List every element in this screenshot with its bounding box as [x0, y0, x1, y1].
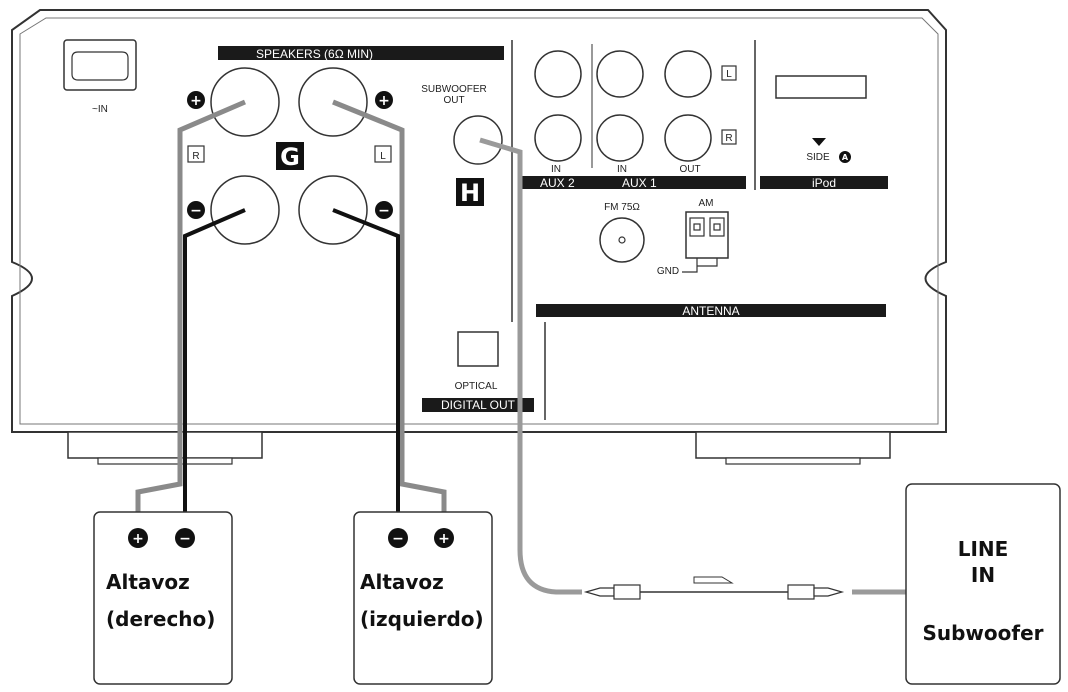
channel-left-label: L [380, 151, 386, 162]
aux-jacks: L R IN IN OUT AUX 2 AUX 1 [520, 44, 746, 190]
aux1-in-r-jack[interactable] [596, 114, 644, 162]
panel-foot-left [67, 431, 263, 465]
gnd-label: GND [657, 266, 679, 277]
channel-right-label: R [192, 151, 199, 162]
optical-label: OPTICAL [455, 381, 498, 392]
jack-l-badge [721, 65, 737, 81]
side-badge-label: A [842, 153, 849, 162]
speaker-right: + − Altavoz (derecho) [93, 511, 233, 685]
aux1-band-label: AUX 1 [622, 176, 657, 190]
antenna-band [536, 304, 886, 317]
minus-icon-glyph: − [179, 531, 191, 547]
panel-inner-outline [19, 17, 939, 425]
plus-icon-glyph: + [438, 531, 450, 547]
side-badge [839, 151, 851, 163]
subwoofer-out-jack[interactable] [453, 115, 503, 165]
speaker-cables [135, 99, 447, 522]
jack-r-label: R [725, 133, 732, 144]
ipod-slot [775, 75, 867, 99]
power-inlet: ~IN [63, 39, 137, 115]
aux1-in-l-jack[interactable] [596, 50, 644, 98]
fm-label: FM 75Ω [604, 202, 640, 213]
jack-r-badge [721, 129, 737, 145]
speaker-left: − + Altavoz (izquierdo) [353, 511, 493, 685]
cable-left-plus [332, 99, 447, 522]
minus-icon-glyph: − [378, 203, 390, 219]
subwoofer-out: SUBWOOFER OUT H [421, 84, 503, 207]
speaker-left-line1: Altavoz [360, 570, 444, 594]
marker-h-label: H [460, 179, 480, 207]
panel-outline [11, 9, 947, 433]
aux2-band-label: AUX 2 [540, 176, 575, 190]
fm-jack[interactable] [599, 217, 645, 263]
channel-right-badge [187, 145, 205, 163]
arrow-down-icon [812, 138, 826, 146]
subwoofer-box [905, 483, 1061, 685]
minus-icon [187, 201, 205, 219]
subwoofer-cable [479, 137, 906, 600]
optical-port[interactable] [457, 331, 499, 367]
subwoofer-out-label-2: OUT [443, 95, 464, 106]
subwoofer-line3: Subwoofer [922, 621, 1043, 645]
digital-out-band [422, 398, 534, 412]
speakers-band [218, 46, 504, 60]
antenna-band-label: ANTENNA [682, 304, 739, 318]
plus-icon [128, 528, 148, 548]
aux-band [520, 176, 746, 189]
marker-h-box [456, 178, 484, 206]
ipod-band [760, 176, 888, 189]
aux1-out-r-jack[interactable] [664, 114, 712, 162]
minus-icon [175, 528, 195, 548]
marker-g-label: G [280, 143, 300, 171]
minus-icon [375, 201, 393, 219]
plus-icon-glyph: + [132, 531, 144, 547]
optical-out: OPTICAL DIGITAL OUT [422, 331, 534, 412]
cable-right-minus [183, 208, 246, 522]
rca-plug-right-body [787, 584, 815, 600]
aux1-out-l-jack[interactable] [664, 50, 712, 98]
plus-icon [187, 91, 205, 109]
marker-g-box [276, 142, 304, 170]
rca-plug-left-body [613, 584, 641, 600]
aux2-in-label: IN [551, 164, 561, 175]
plus-icon [375, 91, 393, 109]
digital-out-band-label: DIGITAL OUT [441, 398, 516, 412]
aux1-out-label: OUT [679, 164, 700, 175]
minus-icon [388, 528, 408, 548]
ipod-section: SIDE A iPod [760, 75, 888, 190]
plus-icon [434, 528, 454, 548]
speaker-right-line2: (derecho) [106, 607, 215, 631]
jack-l-label: L [726, 69, 732, 80]
cable-left-minus [332, 208, 400, 522]
panel-foot-right [695, 431, 891, 465]
side-label: SIDE [806, 152, 830, 163]
subwoofer-line1: LINE [958, 537, 1009, 561]
speaker-right-box [93, 511, 233, 685]
speaker-right-line1: Altavoz [106, 570, 190, 594]
aux2-in-l-jack[interactable] [534, 50, 582, 98]
speakers-band-label: SPEAKERS (6Ω MIN) [256, 47, 373, 61]
minus-icon-glyph: − [190, 203, 202, 219]
subwoofer: LINE IN Subwoofer [905, 483, 1061, 685]
speaker-left-line2: (izquierdo) [360, 607, 484, 631]
rca-plug-right [813, 587, 845, 597]
ipod-band-label: iPod [812, 176, 836, 190]
cable-icon [693, 576, 734, 584]
rca-plug-left [583, 587, 615, 597]
antenna-section: FM 75Ω AM GND ANTENNA [536, 198, 886, 318]
plus-icon-glyph: + [378, 93, 390, 109]
subwoofer-out-label-1: SUBWOOFER [421, 84, 487, 95]
fm-jack-center [618, 236, 626, 244]
speaker-left-box [353, 511, 493, 685]
cable-right-plus [135, 99, 246, 522]
am-label: AM [699, 198, 714, 209]
aux2-in-r-jack[interactable] [534, 114, 582, 162]
channel-left-badge [374, 145, 392, 163]
plus-icon-glyph: + [190, 93, 202, 109]
aux1-in-label: IN [617, 164, 627, 175]
power-in-label: ~IN [92, 104, 108, 115]
subwoofer-line2: IN [971, 563, 995, 587]
minus-icon-glyph: − [392, 531, 404, 547]
